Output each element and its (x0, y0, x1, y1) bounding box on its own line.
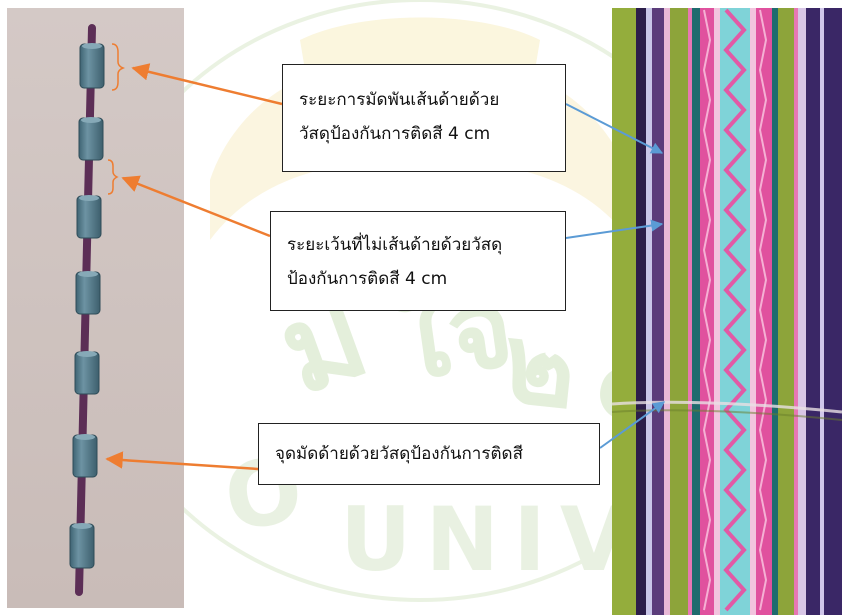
tie-distance-fabric-line (565, 103, 664, 154)
callout-tie-point: จุดมัดด้ายด้วยวัสดุป้องกันการติดสี (258, 423, 600, 485)
bead (79, 43, 105, 89)
callout-gap-distance: ระยะเว้นที่ไม่เส้นด้ายด้วยวัสดุ ป้องกันก… (270, 211, 566, 311)
bead (76, 195, 102, 239)
bead (74, 351, 100, 395)
callout-line: จุดมัดด้ายด้วยวัสดุป้องกันการติดสี (275, 444, 523, 464)
gap-length-bracket (107, 159, 119, 195)
watermark-word: UNIV (340, 488, 642, 591)
callout-line: ระยะการมัดพันเส้นด้ายด้วย (299, 90, 500, 110)
bead-group (69, 43, 105, 569)
bead-rod-photo (7, 8, 184, 608)
callout-line: ป้องกันการติดสี 4 cm (287, 269, 448, 289)
callout-line: วัสดุป้องกันการติดสี 4 cm (299, 124, 491, 144)
callout-tie-distance: ระยะการมัดพันเส้นด้ายด้วย วัสดุป้องกันกา… (282, 64, 566, 172)
tie-distance-arrow (131, 63, 283, 106)
watermark-letters: O UNIV (218, 437, 642, 591)
bead (69, 523, 95, 569)
woven-fabric-photo (611, 8, 842, 615)
callout-line: ระยะเว้นที่ไม่เส้นด้ายด้วยวัสดุ (287, 235, 503, 255)
bead (78, 117, 104, 161)
gap-distance-fabric-line (565, 219, 664, 239)
svg-text:๒: ๒ (497, 299, 582, 434)
gap-distance-arrow (121, 175, 271, 238)
tie-point-fabric-line (599, 401, 665, 449)
bead (75, 271, 101, 315)
tie-length-bracket (111, 43, 126, 91)
tie-point-arrow (105, 451, 259, 471)
bead (72, 434, 98, 478)
